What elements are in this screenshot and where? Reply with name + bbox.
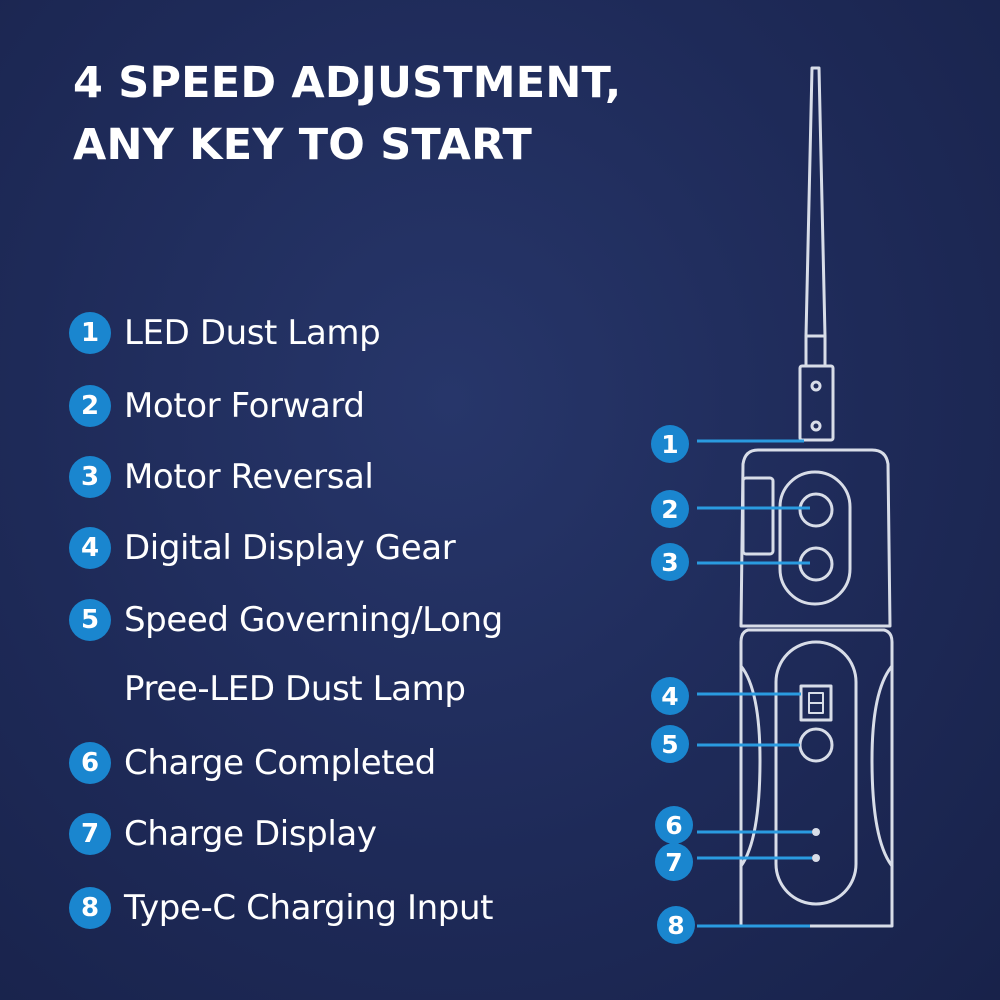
legend-label-led-dust-lamp: LED Dust Lamp xyxy=(124,313,381,353)
callout-number-2: 2 xyxy=(661,495,678,524)
bit-tip xyxy=(804,66,827,338)
legend-label-motor-forward: Motor Forward xyxy=(124,386,365,426)
number-badge-6: 6 xyxy=(69,742,111,784)
callout-number-1: 1 xyxy=(661,430,678,459)
legend-item-1: 1 LED Dust Lamp xyxy=(69,311,381,355)
legend-label-type-c-input: Type-C Charging Input xyxy=(124,888,494,928)
number-badge-8: 8 xyxy=(69,887,111,929)
legend-label-charge-completed: Charge Completed xyxy=(124,743,436,783)
side-latch xyxy=(741,476,775,556)
callout-4: 4 xyxy=(651,677,689,715)
callout-number-5: 5 xyxy=(661,730,678,759)
number-badge-1: 1 xyxy=(69,312,111,354)
charge-display-led xyxy=(812,854,820,862)
callout-5: 5 xyxy=(651,725,689,763)
number-badge-7: 7 xyxy=(69,813,111,855)
callout-number-6: 6 xyxy=(665,811,682,840)
number-badge-4: 4 xyxy=(69,527,111,569)
legend-label-charge-display: Charge Display xyxy=(124,814,377,854)
legend-label-digital-display-gear: Digital Display Gear xyxy=(124,528,456,568)
legend-label-speed-governing-continued: Pree-LED Dust Lamp xyxy=(124,669,466,709)
callout-number-3: 3 xyxy=(661,548,678,577)
legend-label-motor-reversal: Motor Reversal xyxy=(124,457,374,497)
callout-7: 7 xyxy=(655,843,693,881)
left-grip xyxy=(739,664,762,868)
legend-item-6: 6 Charge Completed xyxy=(69,741,436,785)
callout-8: 8 xyxy=(657,906,695,944)
legend-item-7: 7 Charge Display xyxy=(69,812,377,856)
legend-item-2: 2 Motor Forward xyxy=(69,384,365,428)
charge-complete-led xyxy=(812,828,820,836)
bit-shank xyxy=(798,364,835,442)
legend-item-4: 4 Digital Display Gear xyxy=(69,526,456,570)
callout-3: 3 xyxy=(651,543,689,581)
upper-body xyxy=(739,448,892,628)
button-panel xyxy=(778,470,852,606)
legend-item-5: 5 Speed Governing/Long xyxy=(69,598,503,642)
lower-body xyxy=(739,628,894,928)
digit-display xyxy=(799,684,833,722)
callout-number-7: 7 xyxy=(665,848,682,877)
speed-button xyxy=(798,727,834,763)
number-badge-2: 2 xyxy=(69,385,111,427)
legend-label-speed-governing: Speed Governing/Long xyxy=(124,600,503,640)
legend-item-8: 8 Type-C Charging Input xyxy=(69,886,493,930)
number-badge-5: 5 xyxy=(69,599,111,641)
callout-number-4: 4 xyxy=(661,682,678,711)
legend-item-3: 3 Motor Reversal xyxy=(69,455,374,499)
right-grip xyxy=(870,664,894,868)
callout-1: 1 xyxy=(651,425,689,463)
callout-number-8: 8 xyxy=(667,911,684,940)
callout-6: 6 xyxy=(655,806,693,844)
callout-2: 2 xyxy=(651,490,689,528)
display-panel xyxy=(774,640,858,906)
number-badge-3: 3 xyxy=(69,456,111,498)
feature-legend: 1 LED Dust Lamp 2 Motor Forward 3 Motor … xyxy=(69,311,503,930)
page-title: 4 SPEED ADJUSTMENT, ANY KEY TO START xyxy=(73,58,622,170)
forward-button xyxy=(798,492,834,528)
